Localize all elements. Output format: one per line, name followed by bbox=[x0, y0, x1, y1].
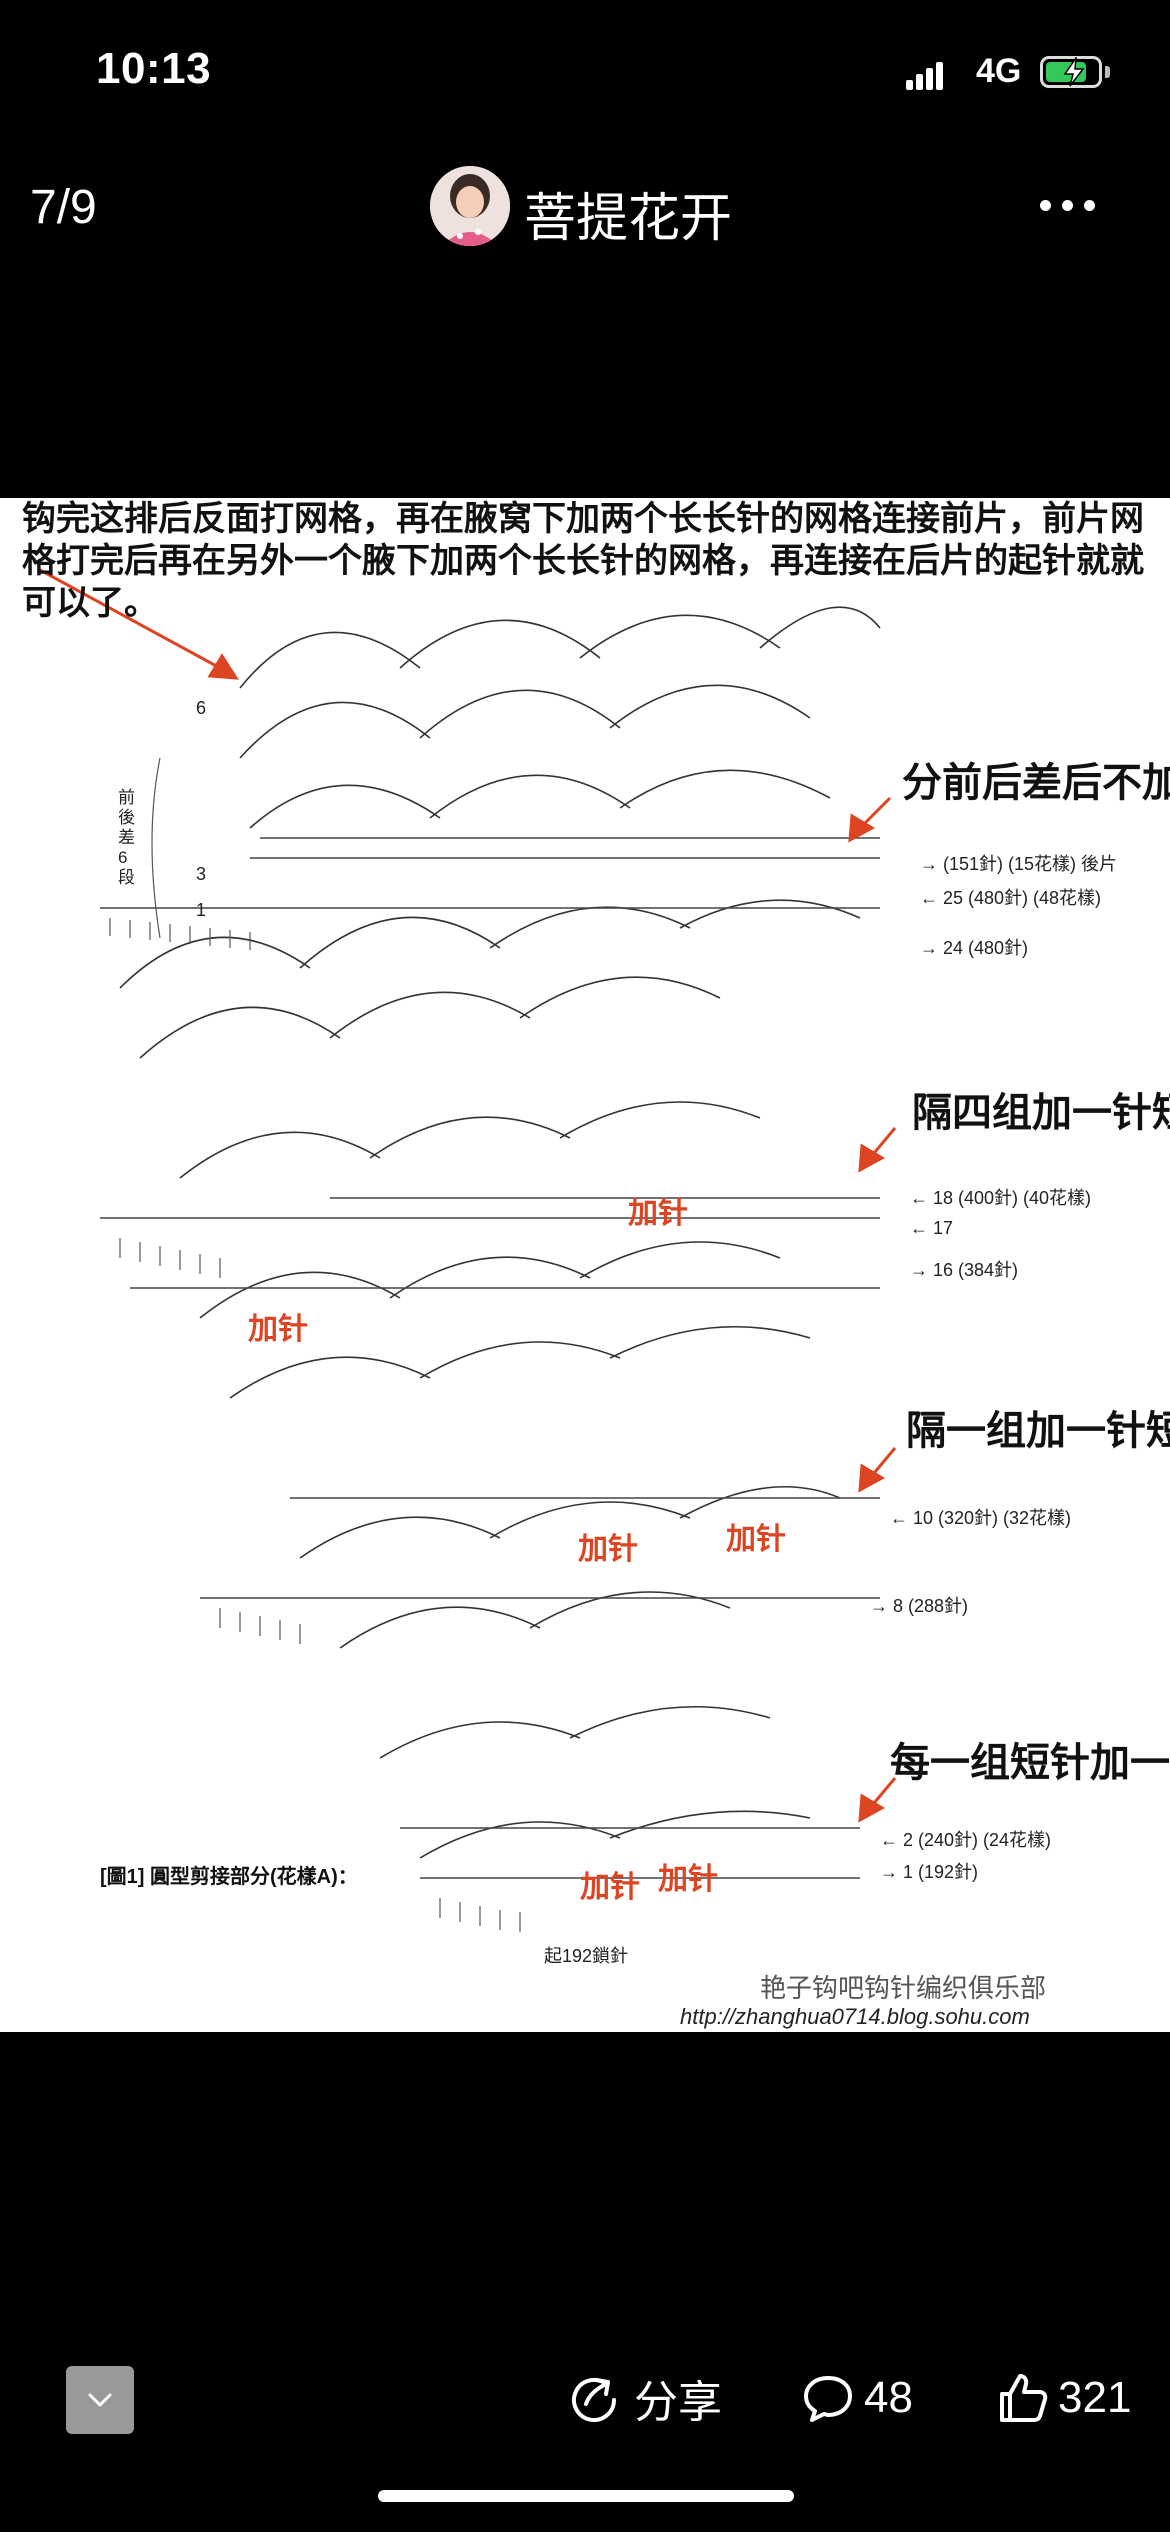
red-mark: 加针 bbox=[248, 1312, 308, 1347]
page-indicator: 7/9 bbox=[30, 181, 97, 234]
avatar-photo-icon bbox=[430, 166, 510, 246]
row-label: ← 18 (400針) (40花樣) bbox=[910, 1188, 1092, 1208]
comment-button[interactable]: 48 bbox=[800, 2364, 913, 2432]
start-label: 起192鎖針 bbox=[544, 1946, 629, 1966]
share-button[interactable]: 分享 bbox=[566, 2364, 722, 2432]
row-guides bbox=[100, 837, 880, 1879]
share-icon bbox=[572, 2378, 616, 2422]
annotation-label: 每一组短针加一针 bbox=[890, 1739, 1170, 1786]
status-bar: 10:13 4G bbox=[0, 0, 1170, 140]
pattern-image[interactable]: 钩完这排后反面打网格，再在腋窝下加两个长长针的网格连接前片，前片网格打完后再在另… bbox=[0, 498, 1170, 2032]
author-avatar[interactable] bbox=[430, 166, 510, 246]
red-mark: 加针 bbox=[726, 1522, 786, 1557]
left-row-number: 6 bbox=[196, 698, 207, 718]
red-mark: 加针 bbox=[578, 1532, 638, 1567]
instruction-text: 钩完这排后反面打网格，再在腋窝下加两个长长针的网格连接前片，前片网格打完后再在另… bbox=[22, 499, 1144, 623]
home-indicator[interactable] bbox=[378, 2490, 794, 2502]
source-url: http://zhanghua0714.blog.sohu.com bbox=[680, 2004, 1030, 2029]
row-label: ← 25 (480針) (48花樣) bbox=[920, 888, 1102, 908]
figure-caption: [圖1] 圓型剪接部分(花樣A)： bbox=[100, 1866, 358, 1888]
comment-count: 48 bbox=[864, 2373, 913, 2422]
share-label: 分享 bbox=[634, 2378, 722, 2427]
annotation-label: 隔四组加一针短针 bbox=[912, 1089, 1170, 1136]
left-row-number: 1 bbox=[196, 900, 207, 920]
side-label: 前後差6段 bbox=[118, 788, 135, 887]
row-label: ← 2 (240針) (24花樣) bbox=[880, 1830, 1052, 1850]
thumbs-up-icon bbox=[1000, 2374, 1048, 2422]
author-name[interactable]: 菩提花开 bbox=[524, 190, 733, 248]
collapse-button[interactable] bbox=[66, 2366, 134, 2434]
red-mark: 加针 bbox=[580, 1870, 640, 1905]
network-type: 4G bbox=[976, 52, 1022, 90]
row-label: → 1 (192針) bbox=[880, 1862, 979, 1882]
chevron-down-icon bbox=[88, 2393, 112, 2407]
row-label: ← 10 (320針) (32花樣) bbox=[890, 1508, 1072, 1528]
annotation-arrows bbox=[39, 568, 897, 1823]
comment-icon bbox=[804, 2376, 852, 2422]
row-label: → 24 (480針) bbox=[920, 938, 1029, 958]
row-label: → 16 (384針) bbox=[910, 1260, 1019, 1280]
annotation-label: 分前后差后不加针 bbox=[902, 759, 1170, 806]
red-mark: 加针 bbox=[658, 1862, 718, 1897]
battery-cap bbox=[1105, 66, 1110, 78]
watermark: 艳子钩吧钩针编织俱乐部 bbox=[760, 1973, 1047, 2003]
left-row-number: 3 bbox=[196, 864, 207, 884]
row-label: ← 17 bbox=[910, 1218, 954, 1238]
annotation-label: 隔一组加一针短针 bbox=[906, 1407, 1170, 1454]
like-button[interactable]: 321 bbox=[994, 2364, 1131, 2432]
crochet-stitch-pattern bbox=[119, 606, 881, 1859]
row-label: → 8 (288針) bbox=[870, 1596, 969, 1616]
status-time: 10:13 bbox=[96, 44, 212, 93]
red-mark: 加针 bbox=[628, 1196, 688, 1231]
viewer-header: 7/9 菩提花开 bbox=[0, 140, 1170, 270]
signal-icon bbox=[906, 60, 946, 90]
like-count: 321 bbox=[1058, 2373, 1132, 2422]
battery-icon bbox=[1040, 56, 1102, 88]
bottom-action-bar: 分享 48 321 bbox=[0, 2340, 1170, 2480]
row-label: → (151針) (15花樣) 後片 bbox=[920, 854, 1118, 874]
charging-bolt-icon bbox=[1063, 57, 1085, 87]
stitch-ticks bbox=[109, 757, 521, 1932]
crochet-chart bbox=[39, 568, 897, 1932]
more-horizontal-icon[interactable] bbox=[1040, 194, 1100, 218]
